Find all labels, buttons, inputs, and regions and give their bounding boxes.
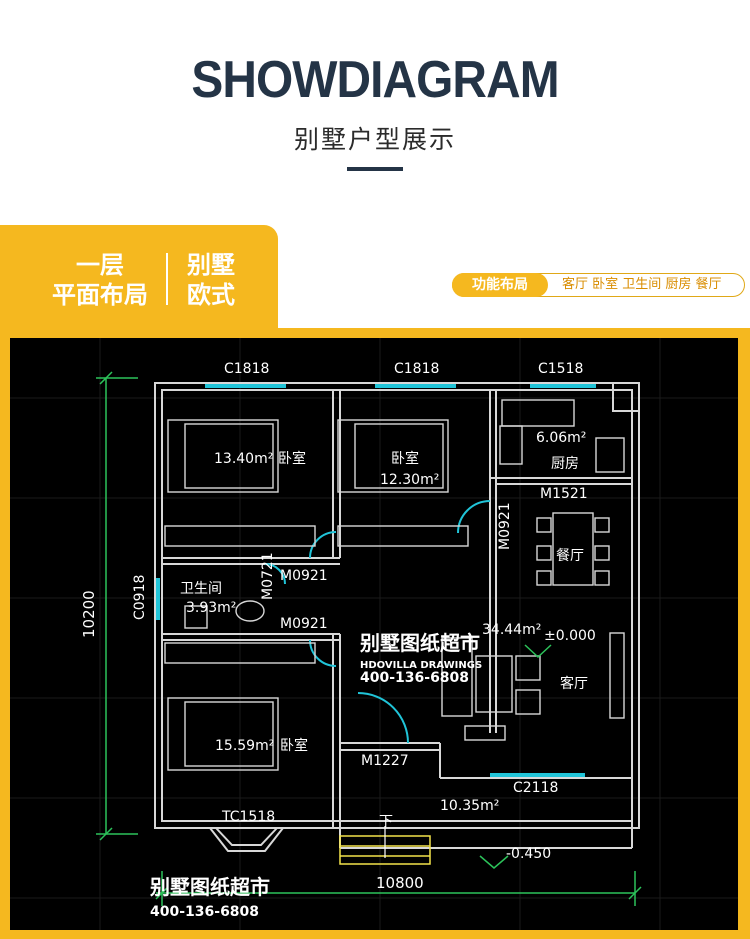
window-marks [156, 384, 596, 777]
dining-name: 餐厅 [556, 548, 584, 564]
banner-divider [166, 253, 168, 305]
dimension-lines [96, 371, 642, 906]
page-header: SHOWDIAGRAM 别墅户型展示 [0, 0, 750, 225]
kitchen-area: 6.06m² [536, 430, 586, 446]
style-label: 别墅 欧式 [176, 250, 246, 310]
door-labels: M1521 M0921 M0921 M0921 M0721 M1227 [260, 486, 588, 769]
bedroom3-name: 卧室 [280, 737, 308, 754]
window-label-2: C1818 [394, 361, 439, 377]
dimension-labels: 10200 10800 [80, 590, 424, 892]
furniture [164, 399, 625, 771]
bedroom3-area: 15.59m² [215, 738, 274, 754]
living-area: 34.44m² [482, 622, 541, 638]
window-labels: C1818 C1818 C1518 C0918 C2118 TC1518 [132, 361, 583, 825]
width-dimension: 10800 [376, 874, 424, 892]
floor-label-line1: 一层 [76, 251, 124, 279]
kitchen-name: 厨房 [551, 456, 579, 472]
door-label-6: M1227 [361, 753, 409, 769]
living-name: 客厅 [560, 675, 588, 692]
terrace-area: 10.35m² [440, 798, 499, 814]
style-label-line2: 欧式 [187, 281, 235, 309]
bath-name: 卫生间 [180, 581, 222, 597]
page-subtitle: 别墅户型展示 [293, 125, 456, 154]
svg-text:别墅图纸超市: 别墅图纸超市 [359, 631, 480, 655]
watermark: 别墅图纸超市 HDOVILLA DRAWINGS 400-136-6808 别墅… [149, 631, 482, 920]
title-underline [347, 167, 403, 171]
svg-text:别墅图纸超市: 别墅图纸超市 [149, 875, 270, 899]
floor-tab [0, 225, 278, 335]
outside-level: -0.450 [506, 846, 551, 862]
page-title: SHOWDIAGRAM [191, 51, 559, 109]
door-label-4: M0921 [497, 502, 513, 550]
height-dimension: 10200 [80, 590, 98, 638]
room-labels: 13.40m² 卧室 卧室 12.30m² 6.06m² 厨房 餐厅 卫生间 3… [180, 430, 596, 862]
bedroom1-area: 13.40m² [214, 451, 273, 467]
style-label-line1: 别墅 [187, 251, 235, 279]
bath-area: 3.93m² [186, 600, 236, 616]
living-level: ±0.000 [544, 628, 596, 644]
svg-text:HDOVILLA DRAWINGS: HDOVILLA DRAWINGS [360, 660, 482, 671]
floor-label-line2: 平面布局 [52, 281, 148, 309]
function-list: 客厅 卧室 卫生间 厨房 餐厅 [562, 277, 722, 292]
door-label-2: M0921 [280, 568, 328, 584]
bedroom2-name: 卧室 [391, 450, 419, 467]
bedroom2-area: 12.30m² [380, 472, 439, 488]
window-label-4: C0918 [132, 575, 148, 620]
window-label-1: C1818 [224, 361, 269, 377]
level-markers [479, 644, 552, 869]
bay-window [209, 827, 284, 852]
stair-down-label: 下 [379, 814, 393, 830]
bedroom1-name: 卧室 [278, 450, 306, 467]
door-label-1: M1521 [540, 486, 588, 502]
function-tag: 功能布局 [452, 273, 548, 297]
floor-plan-drawing: 别墅图纸超市 HDOVILLA DRAWINGS 400-136-6808 别墅… [10, 338, 738, 930]
floor-label: 一层 平面布局 [30, 250, 170, 310]
window-label-3: C1518 [538, 361, 583, 377]
svg-text:400-136-6808: 400-136-6808 [360, 670, 469, 686]
door-label-5: M0721 [260, 552, 276, 600]
floor-plan: 别墅图纸超市 HDOVILLA DRAWINGS 400-136-6808 别墅… [10, 338, 738, 930]
door-label-3: M0921 [280, 616, 328, 632]
door-arcs [264, 500, 491, 744]
svg-text:400-136-6808: 400-136-6808 [150, 904, 259, 920]
window-label-6: TC1518 [221, 809, 275, 825]
plan-grid [10, 338, 738, 930]
window-label-5: C2118 [513, 780, 558, 796]
